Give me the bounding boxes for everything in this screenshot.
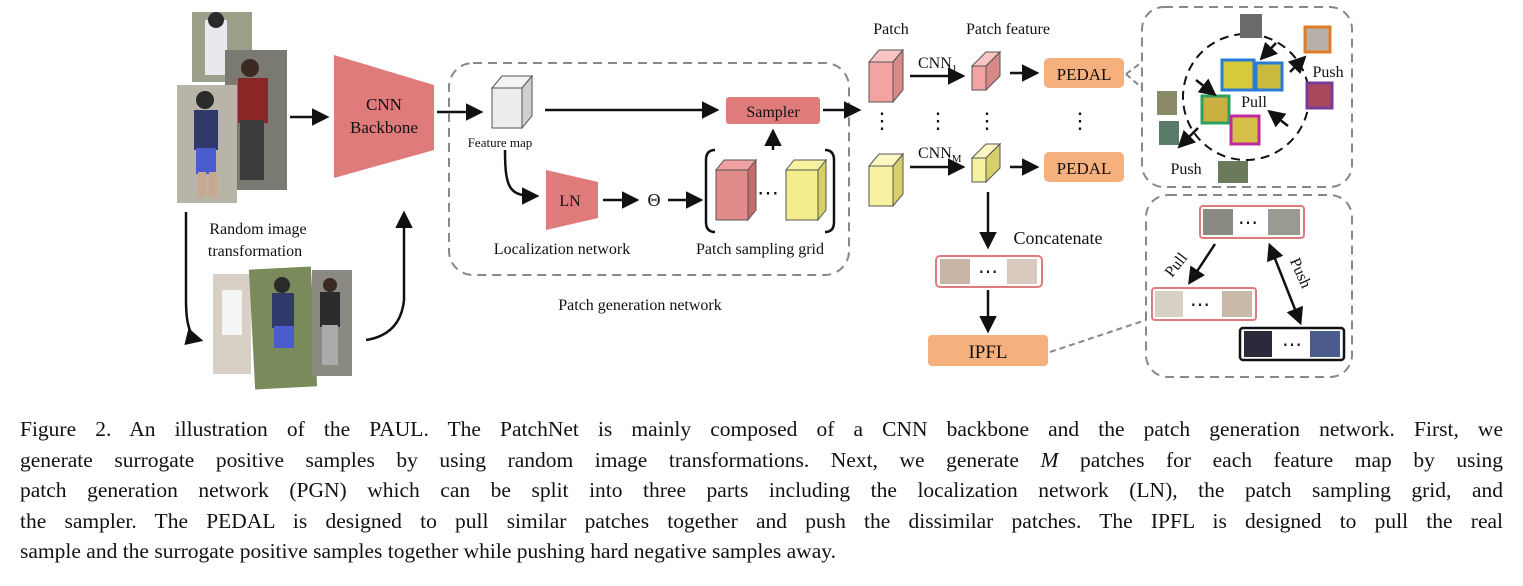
pedal-bottom-label: PEDAL bbox=[1057, 159, 1112, 178]
patch-1-cube bbox=[867, 48, 905, 104]
caption-line-1: Figure 2. An illustration of the PAUL. T… bbox=[20, 417, 1503, 441]
ipfl-negative-strip: ⋯ bbox=[1238, 326, 1346, 362]
ipfl-anchor-strip: ⋯ bbox=[1199, 205, 1305, 239]
cnn-backbone: CNN Backbone bbox=[334, 55, 434, 178]
caption-line-5: sample and the surrogate positive sample… bbox=[20, 539, 836, 563]
svg-text:⋯: ⋯ bbox=[1190, 294, 1210, 316]
grid-ellipsis: ⋯ bbox=[757, 180, 779, 205]
pedal-bottom-box bbox=[1044, 152, 1124, 182]
ipfl-pull-label: Pull bbox=[1162, 249, 1192, 280]
patch-feature-1-cube bbox=[970, 50, 1002, 92]
ipfl-box bbox=[928, 335, 1048, 366]
patch-sampling-grid-label: Patch sampling grid bbox=[696, 241, 824, 258]
pull-center-label: Pull bbox=[1241, 94, 1267, 111]
random-transform-label-line1: Random image bbox=[209, 221, 306, 238]
push-bottom-left-label: Push bbox=[1170, 161, 1201, 178]
caption-line-2: generate surrogate positive samples by u… bbox=[20, 447, 1503, 472]
ipfl-positive-strip: ⋯ bbox=[1151, 287, 1257, 321]
paul-architecture-diagram: CNN Backbone Patch generation network Fe… bbox=[177, 6, 1353, 390]
caption-line-3: patch generation network (PGN) which can… bbox=[20, 478, 1503, 502]
concatenated-feature-strip: ⋯ bbox=[935, 255, 1043, 288]
concatenate-label: Concatenate bbox=[1014, 228, 1103, 248]
patch-m-cube bbox=[867, 152, 905, 208]
feature-map-label: Feature map bbox=[468, 135, 533, 150]
cnn-vertical-ellipsis: ⋮ bbox=[927, 108, 949, 133]
svg-text:⋯: ⋯ bbox=[1282, 334, 1302, 356]
patch-label: Patch bbox=[873, 21, 909, 38]
cnn-backbone-label-line1: CNN bbox=[366, 95, 402, 114]
ipfl-push-label: Push bbox=[1286, 255, 1314, 290]
feature-map-cube bbox=[490, 74, 534, 130]
ipfl-illustration-panel bbox=[1145, 194, 1353, 378]
pedal-vertical-ellipsis: ⋮ bbox=[1069, 108, 1091, 133]
sampler-box bbox=[726, 97, 820, 124]
patch-vertical-ellipsis: ⋮ bbox=[871, 108, 893, 133]
patch-generation-network-label: Patch generation network bbox=[558, 297, 722, 314]
patch-feature-m-cube bbox=[970, 142, 1002, 184]
cnn-backbone-label-line2: Backbone bbox=[350, 118, 418, 137]
input-images bbox=[177, 12, 287, 203]
patch-sampling-grid: ⋯ bbox=[704, 148, 836, 234]
random-transform-label-line2: transformation bbox=[208, 243, 302, 260]
caption-line-4: the sampler. The PEDAL is designed to pu… bbox=[20, 508, 1503, 533]
feature-vertical-ellipsis: ⋮ bbox=[976, 108, 998, 133]
patch-feature-label: Patch feature bbox=[966, 21, 1050, 38]
pedal-top-box bbox=[1044, 58, 1124, 88]
pedal-illustration-panel bbox=[1141, 6, 1353, 188]
push-top-right-label: Push bbox=[1312, 64, 1343, 81]
concat-ellipsis: ⋯ bbox=[978, 261, 998, 283]
localization-network-block: LN bbox=[546, 170, 598, 230]
sampler-label: Sampler bbox=[746, 104, 800, 121]
caption-m-variable: M bbox=[1040, 447, 1059, 472]
patch-generation-network-box bbox=[448, 62, 850, 276]
cnn-m-label: CNNM bbox=[918, 145, 962, 165]
pedal-top-label: PEDAL bbox=[1057, 65, 1112, 84]
ipfl-label: IPFL bbox=[968, 342, 1007, 363]
theta-symbol: Θ bbox=[648, 190, 661, 210]
cnn-1-label: CNN1 bbox=[918, 55, 957, 75]
ln-label: LN bbox=[559, 193, 581, 210]
transformed-images bbox=[213, 266, 352, 390]
localization-network-label: Localization network bbox=[494, 241, 630, 258]
figure-caption: Figure 2. An illustration of the PAUL. T… bbox=[20, 414, 1503, 567]
svg-text:⋯: ⋯ bbox=[1238, 212, 1258, 234]
